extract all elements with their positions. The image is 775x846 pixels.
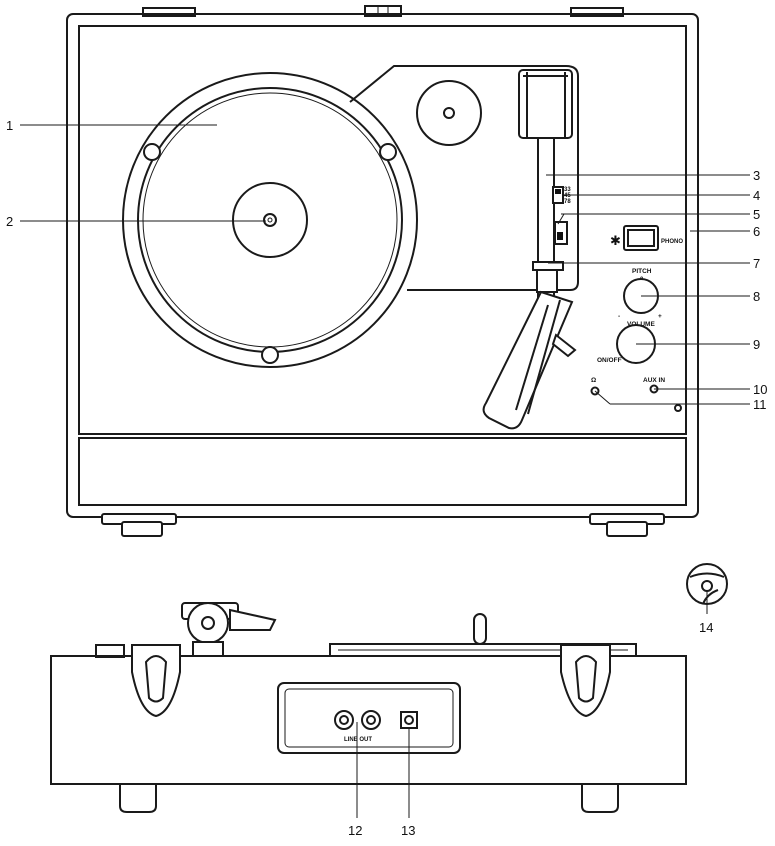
platter-peg-2 (379, 143, 397, 161)
adapter-disc (416, 80, 482, 146)
svg-text:VOLUME: VOLUME (627, 321, 655, 328)
connector-panel (277, 682, 461, 754)
pitch-knob[interactable]: PITCH 0 - + (618, 268, 662, 320)
rear-foot-right (581, 784, 619, 813)
rear-view: LINE OUT 12 13 14 (50, 563, 728, 838)
svg-text:ON/OFF: ON/OFF (597, 357, 622, 364)
svg-text:✱: ✱ (610, 233, 621, 248)
callout-leaders (20, 124, 750, 405)
callout-2: 2 (6, 214, 13, 229)
svg-text:33: 33 (564, 187, 571, 193)
platter-peg-1 (143, 143, 161, 161)
svg-text:PITCH: PITCH (632, 268, 652, 275)
callout-10: 10 (753, 382, 767, 397)
indicator-light (674, 404, 682, 412)
top-hinge-right (570, 7, 624, 17)
top-latch (364, 5, 402, 17)
callout-numbers-top: 1 2 3 4 5 6 7 8 9 10 11 (6, 118, 767, 412)
svg-text:+: + (658, 313, 662, 320)
rear-hinge-left (131, 644, 181, 718)
callout-14: 14 (699, 620, 713, 635)
callout-8: 8 (753, 289, 760, 304)
dc-power-jack[interactable] (400, 711, 418, 729)
volume-knob[interactable]: VOLUME ON/OFF (597, 321, 656, 364)
rear-foot-left (119, 784, 157, 813)
speed-switch[interactable]: 33 45 78 (552, 186, 571, 205)
platter (122, 72, 418, 368)
svg-text:45: 45 (564, 193, 571, 199)
callout-7: 7 (753, 256, 760, 271)
svg-text:LINE OUT: LINE OUT (344, 737, 372, 743)
callout-9: 9 (753, 337, 760, 352)
tonearm-plate (349, 65, 579, 291)
replacement-stylus (686, 563, 728, 614)
svg-text:78: 78 (564, 199, 571, 205)
top-view: 33 45 78 ✱ PHONO PITCH 0 - + VOLUME ON/O… (6, 5, 767, 537)
callout-11: 11 (753, 397, 767, 412)
speaker-grille (78, 437, 687, 506)
rear-hinge-right (560, 644, 611, 718)
outer-case (66, 13, 699, 518)
headphone-jack[interactable]: Ω (590, 377, 600, 396)
platter-peg-3 (261, 346, 279, 364)
deck-panel (78, 25, 687, 435)
phono-switch[interactable]: ✱ PHONO (610, 225, 683, 251)
callout-12: 12 (348, 823, 362, 838)
svg-text:-: - (618, 313, 620, 320)
callout-4: 4 (753, 188, 760, 203)
spindle (263, 213, 277, 227)
callout-3: 3 (753, 168, 760, 183)
foot-left-base (121, 521, 163, 537)
tonearm (482, 69, 577, 430)
callout-5: 5 (753, 207, 760, 222)
center-label (232, 182, 308, 258)
svg-text:AUX IN: AUX IN (643, 377, 665, 384)
rear-tonearm (181, 602, 277, 657)
svg-text:PHONO: PHONO (661, 239, 683, 245)
callout-6: 6 (753, 224, 760, 239)
rear-body (50, 655, 687, 785)
callout-1: 1 (6, 118, 13, 133)
aux-in-jack[interactable]: AUX IN (643, 377, 665, 394)
line-out-jacks[interactable]: LINE OUT (334, 710, 381, 743)
svg-text:Ω: Ω (591, 377, 596, 384)
foot-right-base (606, 521, 648, 537)
top-hinge-left (142, 7, 196, 17)
callout-13: 13 (401, 823, 415, 838)
